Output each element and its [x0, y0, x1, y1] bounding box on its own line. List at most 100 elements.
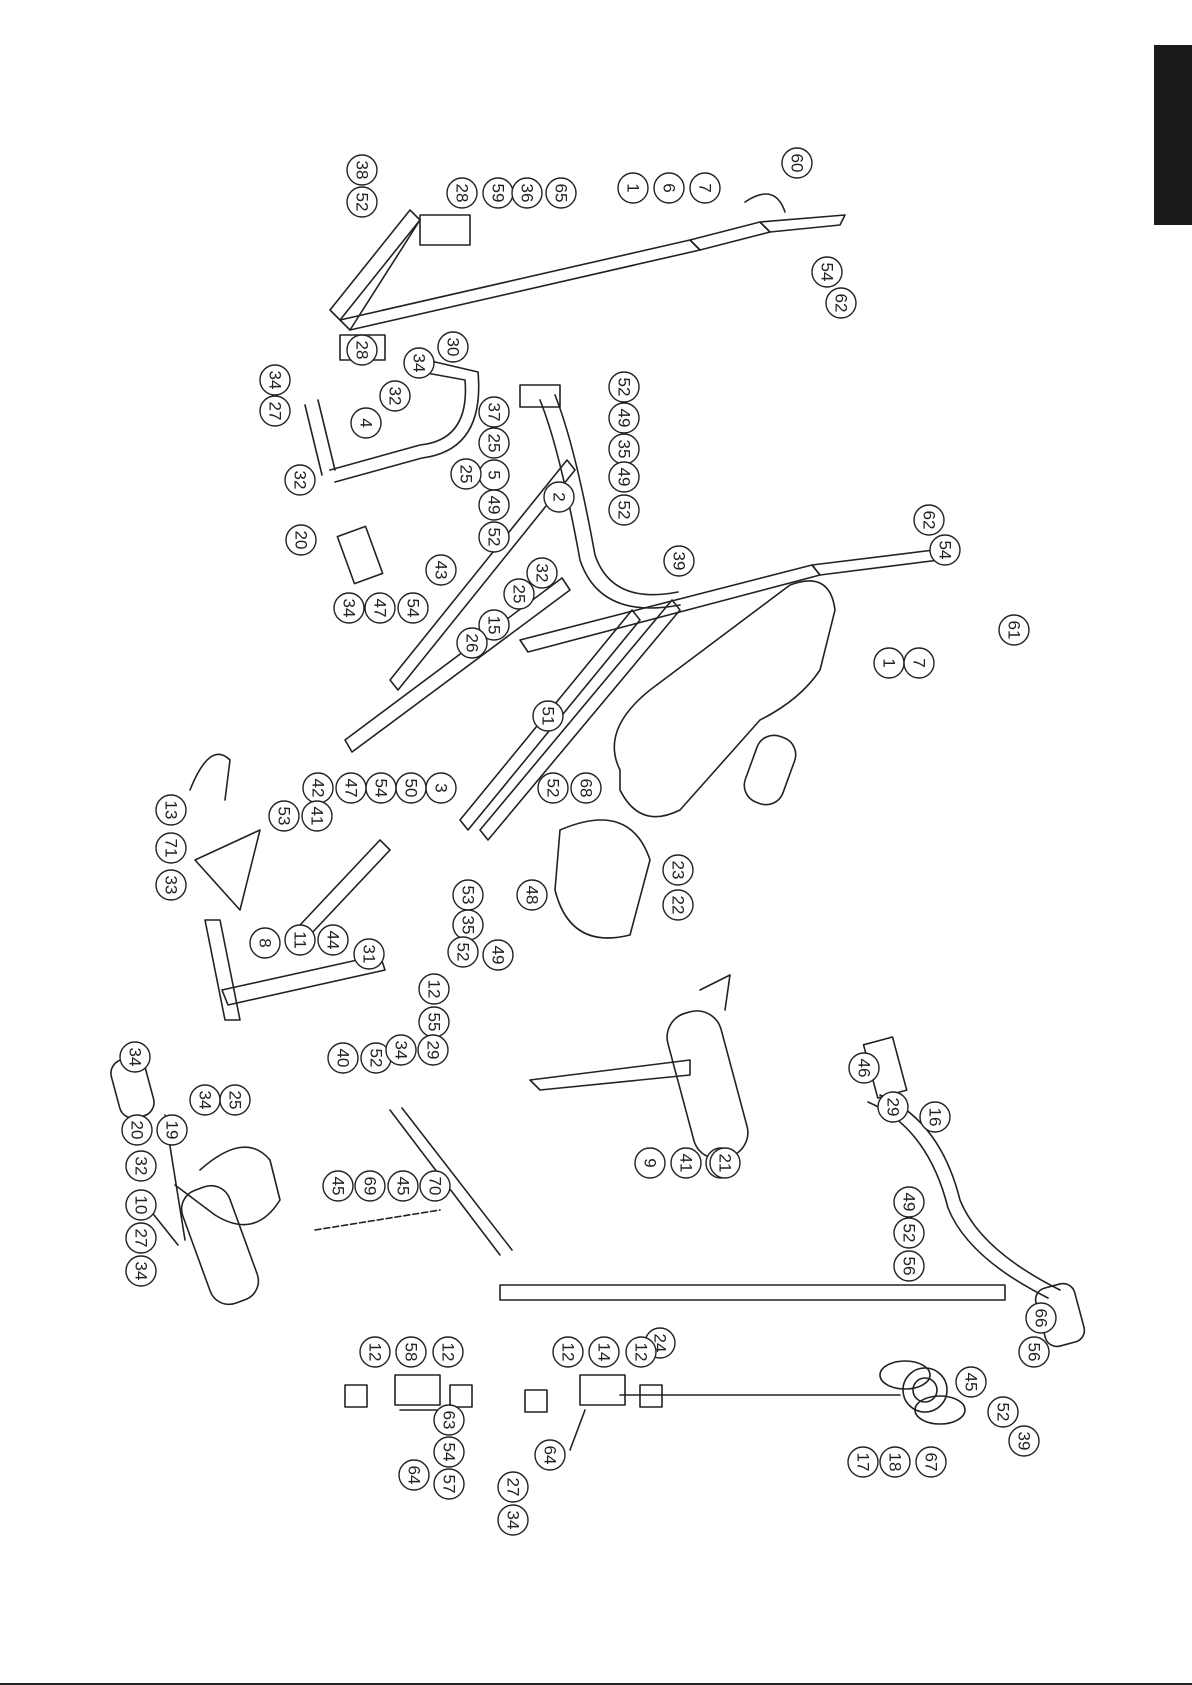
callout-circle	[1008, 1425, 1040, 1457]
callout-number: 52	[994, 1403, 1013, 1422]
callout-67: 67	[915, 1446, 947, 1478]
callout-circle	[322, 1170, 354, 1202]
callout-circle	[419, 1170, 451, 1202]
callout-circle	[1018, 1336, 1050, 1368]
callout-number: 53	[275, 807, 294, 826]
callout-46: 46	[848, 1052, 880, 1084]
callout-number: 52	[353, 193, 372, 212]
callout-number: 1	[880, 658, 899, 667]
callout-circle	[346, 186, 378, 218]
callout-number: 34	[410, 354, 429, 373]
callout-number: 27	[132, 1229, 151, 1248]
callout-52: 52	[478, 521, 510, 553]
callout-circle	[155, 794, 187, 826]
callout-circle	[545, 177, 577, 209]
callout-59: 59	[482, 177, 514, 209]
post-9-roller-21	[529, 974, 749, 1160]
callout-circle	[259, 364, 291, 396]
callout-48: 48	[516, 879, 548, 911]
callout-44: 44	[317, 924, 349, 956]
callout-number: 34	[392, 1041, 411, 1060]
callout-3: 3	[425, 772, 457, 804]
callout-number: 21	[716, 1154, 735, 1173]
callout-number: 12	[366, 1343, 385, 1362]
callout-circle	[987, 1396, 1019, 1428]
callout-60: 60	[781, 147, 813, 179]
callout-30: 30	[437, 331, 469, 363]
callout-circle	[511, 177, 543, 209]
callout-number: 40	[334, 1049, 353, 1068]
callout-71: 71	[155, 832, 187, 864]
callout-2: 2	[543, 481, 575, 513]
callout-circle	[379, 380, 411, 412]
callout-number: 54	[440, 1443, 459, 1462]
callout-54: 54	[929, 534, 961, 566]
callout-number: 18	[886, 1453, 905, 1472]
callout-circle	[634, 1147, 666, 1179]
callout-36: 36	[511, 177, 543, 209]
callout-number: 49	[900, 1193, 919, 1212]
callout-circle	[450, 458, 482, 490]
callout-63: 63	[433, 1404, 465, 1436]
callout-17: 17	[847, 1446, 879, 1478]
callout-34: 34	[259, 364, 291, 396]
callout-52: 52	[893, 1217, 925, 1249]
callout-number: 51	[539, 707, 558, 726]
callout-number: 32	[291, 471, 310, 490]
callout-number: 63	[440, 1411, 459, 1430]
callout-34: 34	[119, 1041, 151, 1073]
callout-number: 49	[489, 946, 508, 965]
callout-circle	[285, 524, 317, 556]
callout-number: 45	[394, 1177, 413, 1196]
callout-circle	[125, 1255, 157, 1287]
callout-circle	[155, 869, 187, 901]
callout-circle	[346, 154, 378, 186]
callout-40: 40	[327, 1042, 359, 1074]
callout-34: 34	[497, 1504, 529, 1536]
callout-circle	[327, 1042, 359, 1074]
callout-number: 29	[424, 1041, 443, 1060]
callout-39: 39	[1008, 1425, 1040, 1457]
callout-circle	[301, 800, 333, 832]
callout-circle	[437, 331, 469, 363]
callout-circle	[662, 889, 694, 921]
callout-circle	[353, 938, 385, 970]
callout-47: 47	[364, 592, 396, 624]
callout-number: 32	[386, 387, 405, 406]
callout-number: 20	[128, 1121, 147, 1140]
callout-45: 45	[322, 1170, 354, 1202]
callout-12: 12	[359, 1336, 391, 1368]
callout-circle	[333, 592, 365, 624]
callout-number: 58	[402, 1343, 421, 1362]
callout-20: 20	[285, 524, 317, 556]
callout-16: 16	[919, 1101, 951, 1133]
callout-12: 12	[432, 1336, 464, 1368]
callout-number: 52	[367, 1049, 386, 1068]
callout-circle	[397, 592, 429, 624]
callout-54: 54	[365, 772, 397, 804]
callout-14: 14	[588, 1336, 620, 1368]
callout-53: 53	[268, 800, 300, 832]
callout-number: 34	[340, 599, 359, 618]
callout-number: 7	[696, 183, 715, 192]
callout-number: 35	[459, 916, 478, 935]
callout-61: 61	[998, 614, 1030, 646]
callout-32: 32	[379, 380, 411, 412]
callout-circle	[913, 504, 945, 536]
callout-32: 32	[125, 1150, 157, 1182]
callout-circle	[998, 614, 1030, 646]
callout-number: 68	[577, 779, 596, 798]
callout-number: 62	[920, 511, 939, 530]
callout-5: 5	[478, 459, 510, 491]
callout-31: 31	[353, 938, 385, 970]
callout-number: 56	[1025, 1343, 1044, 1362]
callout-number: 54	[404, 599, 423, 618]
callout-circle	[395, 1336, 427, 1368]
callout-circle	[249, 927, 281, 959]
callout-circle	[893, 1217, 925, 1249]
callout-number: 54	[372, 779, 391, 798]
callout-number: 45	[962, 1373, 981, 1392]
callout-52: 52	[447, 936, 479, 968]
callout-27: 27	[259, 395, 291, 427]
callout-circle	[359, 1336, 391, 1368]
